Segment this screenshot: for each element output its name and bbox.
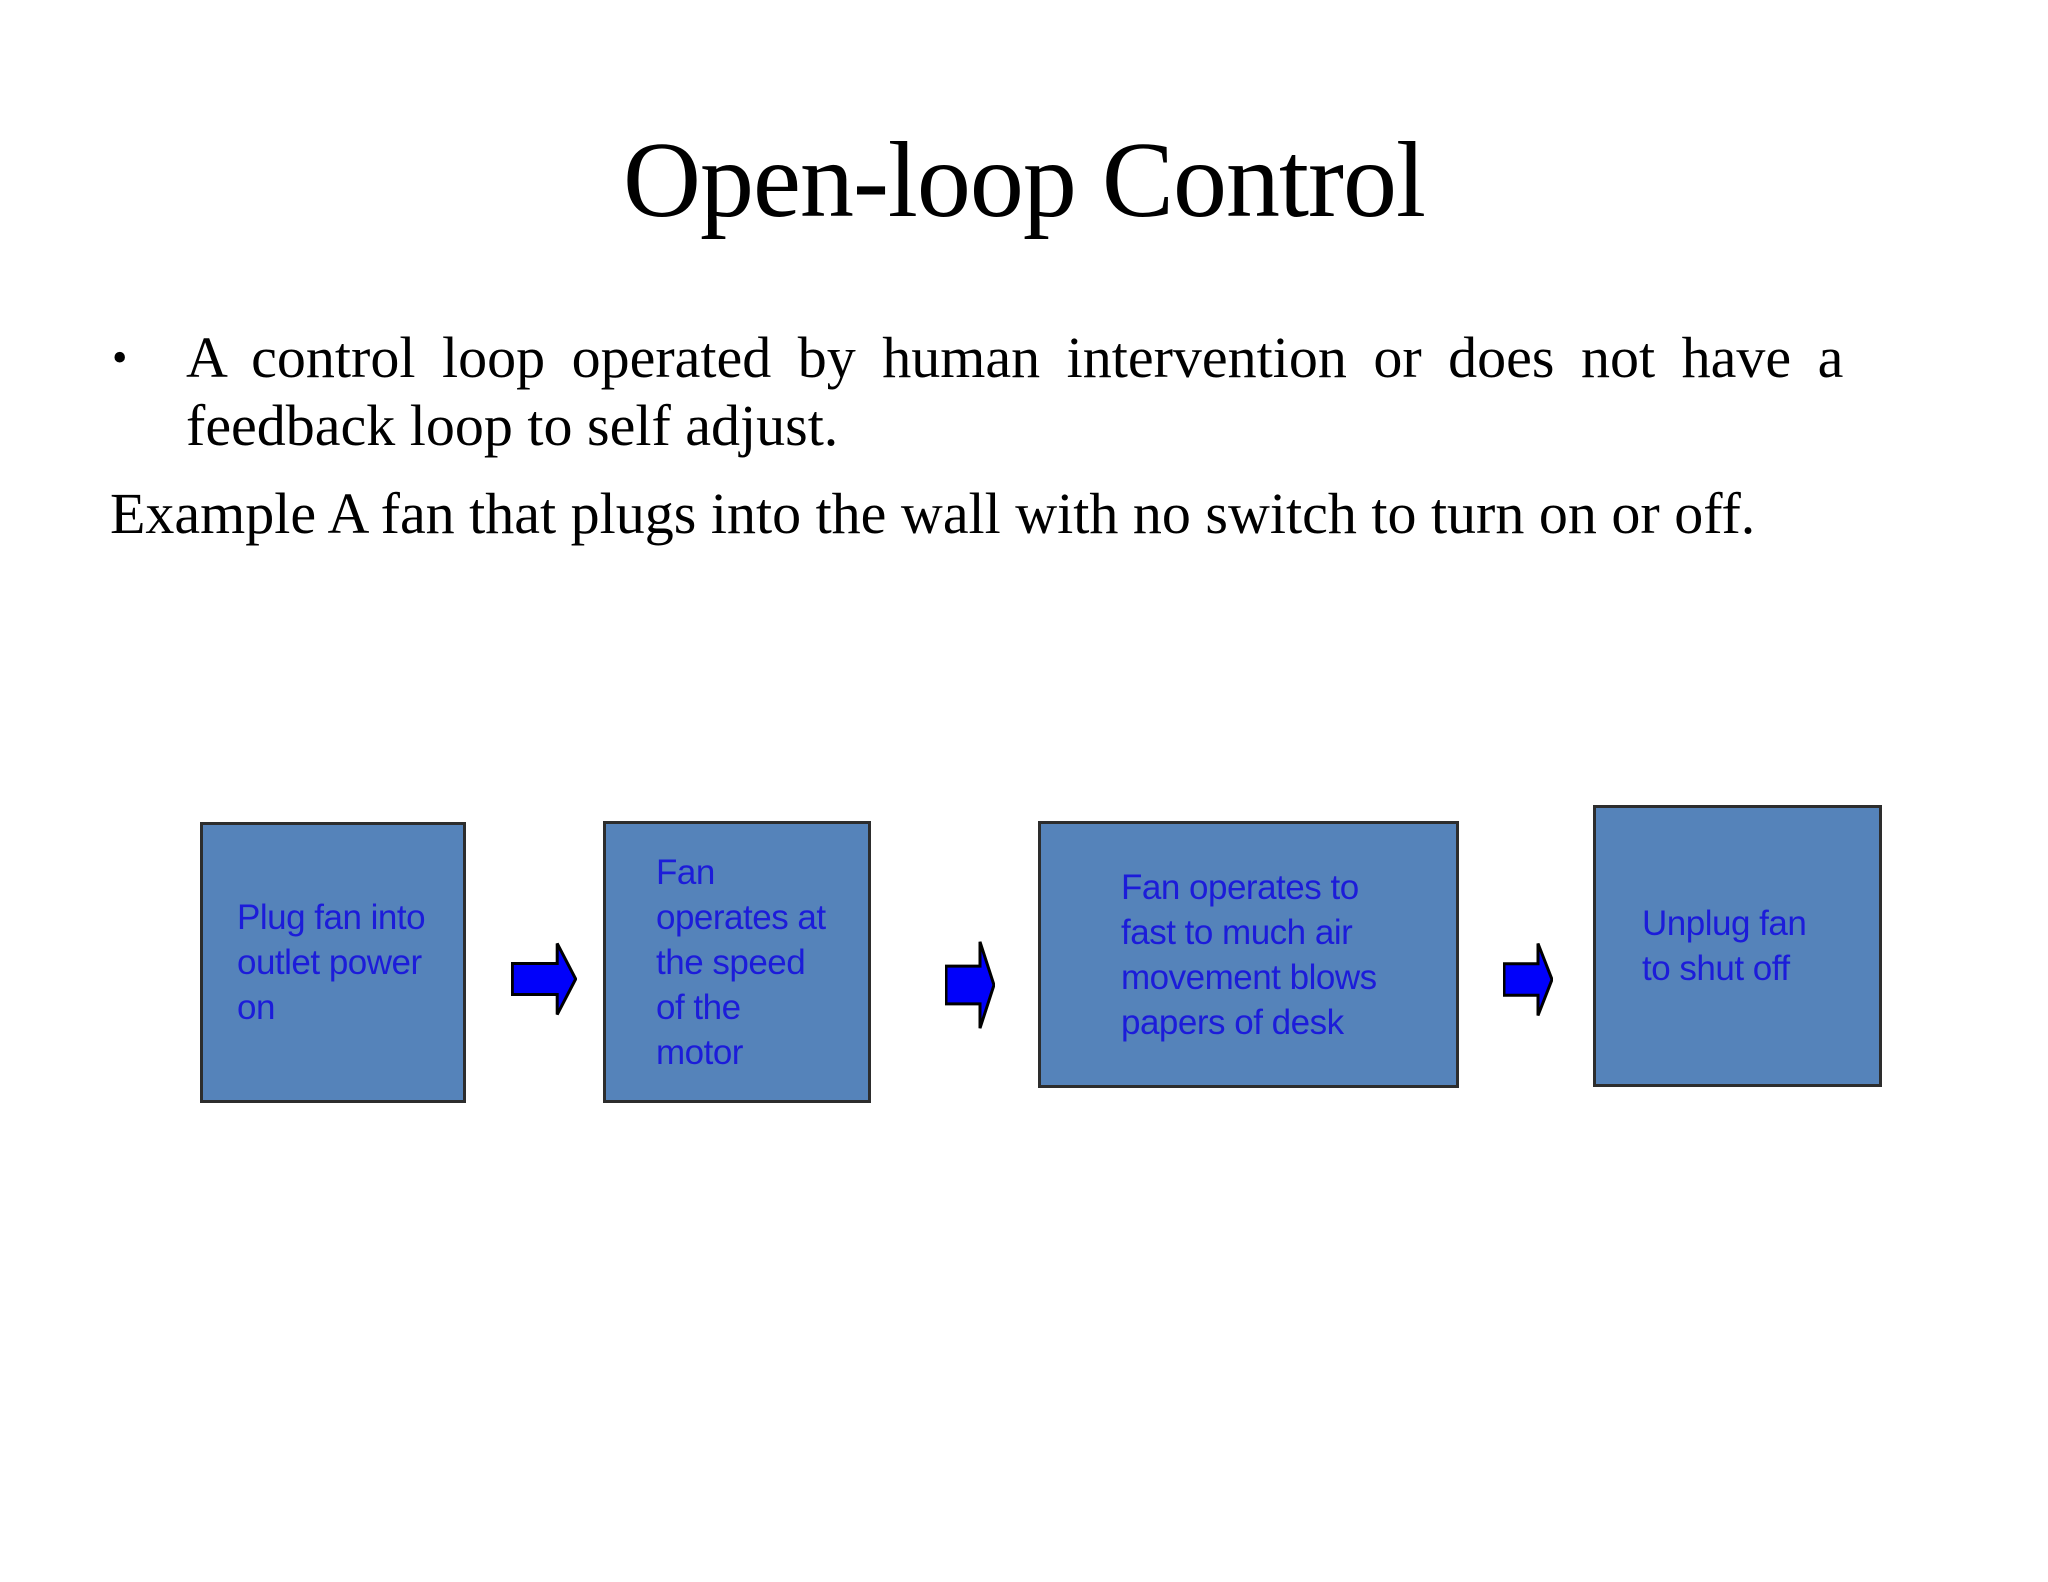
flow-step-2-label: Fan operates at the speed of the motor bbox=[656, 852, 826, 1072]
slide-title: Open-loop Control bbox=[623, 121, 1426, 240]
flow-step-1-label: Plug fan into outlet power on bbox=[237, 898, 426, 1027]
example-text: Example A fan that plugs into the wall w… bbox=[110, 481, 1756, 546]
bullet-line-1: A control loop operated by human interve… bbox=[186, 325, 1844, 390]
right-arrow-icon bbox=[511, 942, 577, 1016]
flow-step-1: Plug fan into outlet power on bbox=[200, 822, 466, 1103]
flow-step-3-label: Fan operates to fast to much air movemen… bbox=[1121, 867, 1377, 1042]
flow-step-2: Fan operates at the speed of the motor bbox=[603, 821, 871, 1103]
flow-step-4: Unplug fan to shut off bbox=[1593, 805, 1882, 1087]
right-arrow-icon bbox=[1503, 942, 1553, 1017]
bullet-line-2: feedback loop to self adjust. bbox=[186, 393, 839, 458]
bullet-item: • A control loop operated by human inter… bbox=[112, 324, 1918, 460]
bullet-marker: • bbox=[112, 333, 128, 382]
bullet-text: A control loop operated by human interve… bbox=[186, 324, 1918, 460]
right-arrow-icon bbox=[945, 940, 995, 1030]
flow-step-3: Fan operates to fast to much air movemen… bbox=[1038, 821, 1459, 1088]
flow-step-4-label: Unplug fan to shut off bbox=[1642, 904, 1807, 988]
